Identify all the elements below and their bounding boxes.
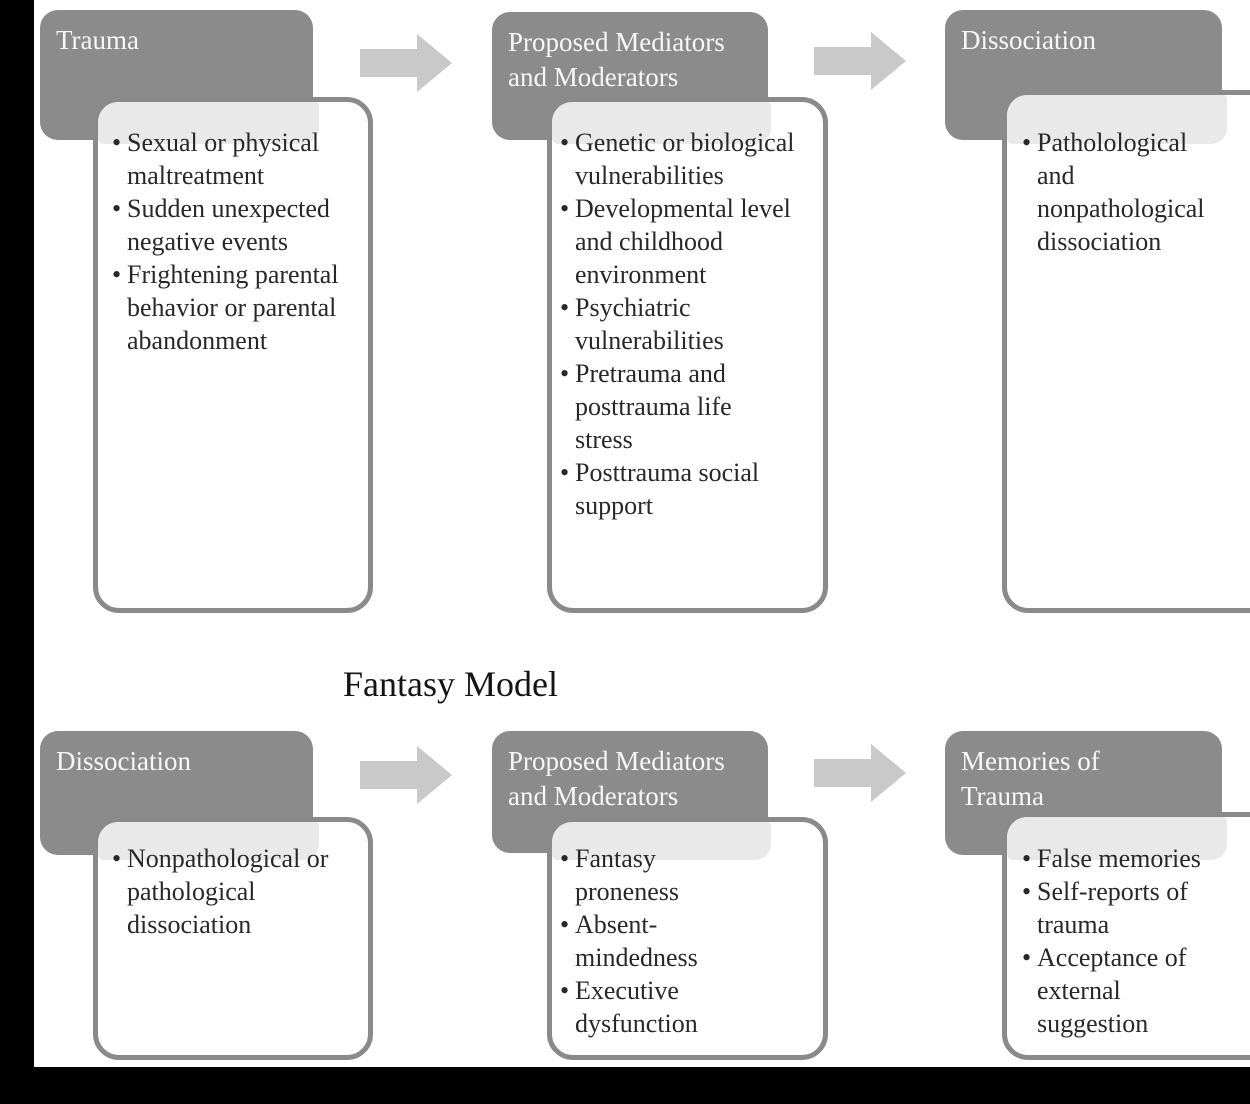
bullet-list-memories: False memories Self-reports of trauma Ac… [1022, 842, 1227, 1040]
bullet-list-mediators-top: Genetic or biological vulnerabilities De… [560, 126, 795, 522]
bullet-item: Nonpathological or pathological dissocia… [112, 842, 330, 941]
bottom-frame-bar [0, 1067, 1250, 1104]
bullet-list-dissociation-bottom: Nonpathological or pathological dissocia… [112, 842, 330, 941]
section-title-fantasy-model: Fantasy Model [343, 664, 558, 704]
bullet-list-mediators-bottom: Fantasy proneness Absent-mindedness Exec… [560, 842, 765, 1040]
right-arrow-icon [814, 742, 906, 804]
box-header-label: Dissociation [56, 746, 191, 776]
box-header-label: Proposed Mediators and Moderators [508, 27, 725, 92]
box-header-label: Dissociation [961, 25, 1096, 55]
bullet-item: Patholological and nonpathological disso… [1022, 126, 1230, 258]
bullet-item: Executive dysfunction [560, 974, 765, 1040]
bullet-item: Fantasy proneness [560, 842, 765, 908]
left-frame-bar [0, 0, 34, 1104]
bullet-item: Self-reports of trauma [1022, 875, 1227, 941]
bullet-item: Pretrauma and posttrauma life stress [560, 357, 795, 456]
bullet-item: Frightening parental behavior or parenta… [112, 258, 352, 357]
bullet-item: False memories [1022, 842, 1227, 875]
bullet-item: Genetic or biological vulnerabilities [560, 126, 795, 192]
bullet-item: Acceptance of external suggestion [1022, 941, 1227, 1040]
right-arrow-icon [814, 32, 906, 90]
box-header-label: Proposed Mediators and Moderators [508, 746, 725, 811]
bullet-item: Developmental level and childhood enviro… [560, 192, 795, 291]
bullet-item: Posttrauma social support [560, 456, 795, 522]
bullet-list-dissociation-top: Patholological and nonpathological disso… [1022, 126, 1230, 258]
box-header-label: Trauma [56, 25, 140, 55]
bullet-item: Absent-mindedness [560, 908, 765, 974]
bullet-item: Sudden unexpected negative events [112, 192, 352, 258]
bullet-item: Sexual or physical maltreatment [112, 126, 352, 192]
bullet-item: Psychiatric vulnerabilities [560, 291, 795, 357]
right-arrow-icon [360, 744, 452, 806]
box-header-label: Memories of Trauma [961, 746, 1100, 811]
right-arrow-icon [360, 34, 452, 92]
bullet-list-trauma: Sexual or physical maltreatment Sudden u… [112, 126, 352, 357]
